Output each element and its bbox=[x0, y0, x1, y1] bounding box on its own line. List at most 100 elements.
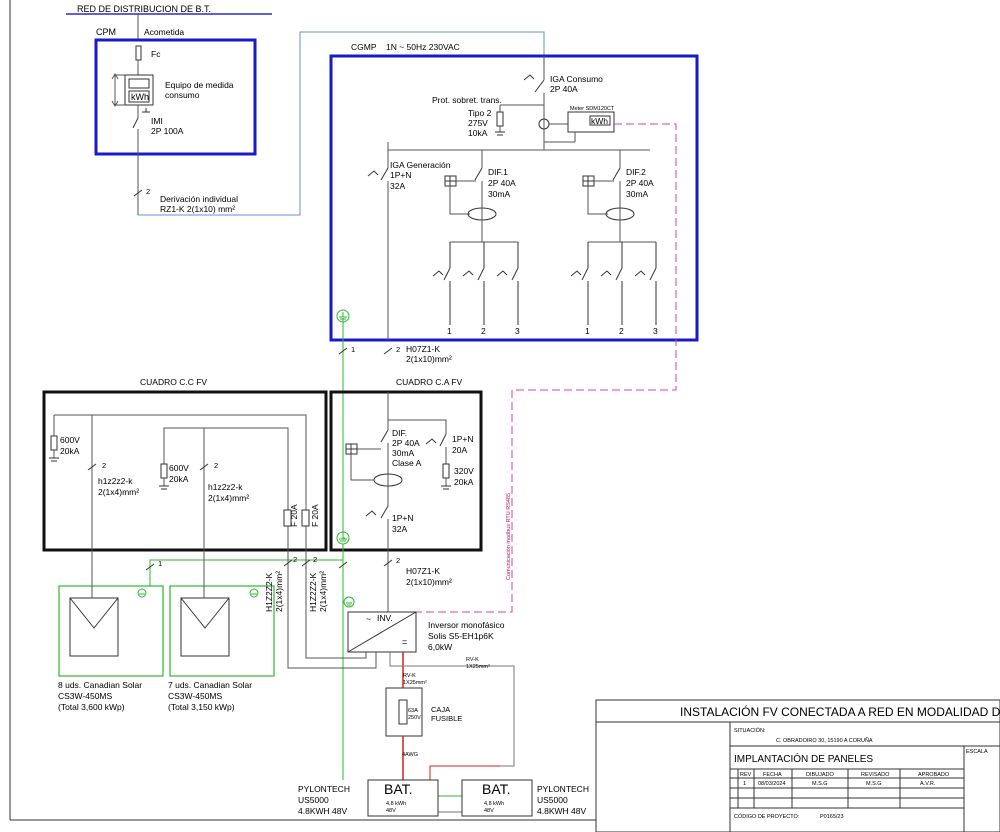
iga-generacion-switch-icon bbox=[380, 167, 389, 181]
str2-count: 2 bbox=[214, 461, 218, 470]
cc-spd1-1: 600V bbox=[60, 435, 80, 445]
fuse1-icon bbox=[283, 509, 292, 527]
earth-count-bottom: 1 bbox=[158, 559, 162, 568]
consumption-meter-icon bbox=[124, 74, 154, 106]
between-cable-1: H07Z1-K bbox=[406, 344, 440, 354]
pv-a-1: 8 uds. Canadian Solar bbox=[58, 680, 142, 690]
rev-v: 1 bbox=[743, 781, 746, 787]
inverter-dc-sym: = bbox=[402, 637, 407, 647]
cc-spd2-1: 600V bbox=[169, 463, 189, 473]
cc-spd1-2: 20kA bbox=[60, 446, 80, 456]
ac-cable-1: H07Z1-K bbox=[406, 566, 440, 576]
dif1-1: DIF.1 bbox=[488, 167, 508, 177]
pv-panel-icon-b bbox=[180, 597, 230, 657]
dc-count-b: 2 bbox=[313, 555, 317, 564]
project-title: INSTALACIÓN FV CONECTADA A RED EN MODALI… bbox=[680, 704, 1000, 719]
prot-2: 275V bbox=[468, 118, 488, 128]
pv-a-3: (Total 3,600 kWp) bbox=[58, 702, 125, 712]
bat-right-3: 4.8KWH 48V bbox=[537, 806, 586, 816]
circuit-2a: 2 bbox=[481, 326, 486, 336]
derivacion-count: 2 bbox=[146, 187, 150, 196]
inverter: ~ INV. = Inversor monofásico Solis S5-EH… bbox=[347, 611, 505, 653]
circuit-3a: 3 bbox=[515, 326, 520, 336]
situacion-label: SITUACIÓN: bbox=[734, 727, 766, 734]
meter-kwh: kWh bbox=[131, 92, 149, 102]
fuse-rating-2: 250V bbox=[408, 715, 421, 721]
ca-spd-icon bbox=[442, 463, 450, 479]
earth-branch bbox=[149, 544, 344, 586]
str2-cable-1: h1z2z2-k bbox=[208, 482, 243, 492]
prot-3: 10kA bbox=[468, 128, 488, 138]
dibujado-h: DIBUJADO bbox=[806, 772, 835, 778]
dc-cable-a-2: 2(1x4)mm² bbox=[274, 571, 284, 612]
codigo-label: CÓDIGO DE PROYECTO: bbox=[734, 813, 800, 820]
cable-grey-2: 1X25mm² bbox=[466, 664, 490, 670]
drawing-title: IMPLANTACIÓN DE PANELES bbox=[734, 752, 873, 765]
fuse-box-icon bbox=[398, 699, 408, 725]
fc-label: Fc bbox=[151, 49, 161, 59]
dibujado-v: M.S.G bbox=[812, 781, 828, 787]
bat-right-2: US5000 bbox=[537, 795, 568, 805]
pv-b-1: 7 uds. Canadian Solar bbox=[168, 680, 252, 690]
bat-left-3: 4.8KWH 48V bbox=[298, 806, 347, 816]
ca-dif-switch-icon bbox=[380, 429, 389, 443]
modbus-comm-line bbox=[416, 123, 677, 613]
cpm-box: CPM Acometida Fc kWh Equipo de medida co… bbox=[94, 27, 257, 156]
ac-cable-2: 2(1x10)mm² bbox=[406, 577, 452, 587]
cpm-label: CPM bbox=[96, 27, 116, 37]
dif2-3: 30mA bbox=[626, 189, 649, 199]
escala-label: ESCALA bbox=[966, 749, 988, 755]
sdm-meter-icon bbox=[567, 111, 615, 133]
cable-red-2: 1X25mm² bbox=[403, 680, 427, 686]
battery-1: BAT. 4,8 kWh 48V bbox=[367, 779, 439, 817]
rev-h: REV bbox=[740, 772, 752, 778]
pv-b-2: CS3W-450MS bbox=[168, 691, 222, 701]
cc-spd2-2: 20kA bbox=[169, 474, 189, 484]
iga-gen-2: 1P+N bbox=[390, 170, 412, 180]
acometida-label: Acometida bbox=[144, 27, 184, 37]
str2-cable-2: 2(1x4)mm² bbox=[208, 493, 249, 503]
imi-label-1: IMI bbox=[151, 116, 163, 126]
dc-cable-b-2: 2(1x4)mm² bbox=[318, 571, 328, 612]
between-cable-2: 2(1x10)mm² bbox=[406, 354, 452, 364]
surge-protector-icon bbox=[496, 111, 504, 127]
str1-cable-1: h1z2z2-k bbox=[98, 476, 133, 486]
dif2-switch-icon bbox=[612, 167, 621, 181]
earth-icon-pv-b bbox=[249, 588, 259, 598]
cc-spd1-icon bbox=[50, 435, 58, 451]
modbus-label: Comunicación modbus RTU RS485 bbox=[506, 493, 512, 580]
meter-desc-2: consumo bbox=[165, 90, 200, 100]
fuse1-label: F 20A bbox=[289, 504, 299, 527]
inverter-label: INV. bbox=[377, 613, 393, 623]
earth-icon-top bbox=[336, 309, 350, 323]
iga-gen-3: 32A bbox=[390, 181, 405, 191]
bat1-v: 48V bbox=[386, 808, 396, 814]
aprobado-h: APROBADO bbox=[918, 772, 950, 778]
bat-left-1: PYLONTECH bbox=[298, 784, 350, 794]
derivacion-line1: Derivación individual bbox=[160, 194, 238, 204]
ca-dif-4: Clase A bbox=[392, 458, 422, 468]
ca-mcb1-2: 20A bbox=[452, 445, 467, 455]
derivacion-line2: RZ1-K 2(1x10) mm² bbox=[160, 204, 235, 214]
ac-count-bottom: 2 bbox=[396, 556, 400, 565]
situacion-value: C. OBRADOIRO 30, 15190 A CORUÑA bbox=[776, 737, 873, 744]
dc-line-a bbox=[287, 550, 377, 669]
inverter-desc-3: 6,0kW bbox=[428, 642, 452, 652]
cgmp-box: CGMP 1N ~ 50Hz 230VAC IGA Consumo 2P 40A… bbox=[329, 42, 699, 342]
bat1-kwh: 4,8 kWh bbox=[386, 801, 406, 807]
cgmp-supply: 1N ~ 50Hz 230VAC bbox=[386, 42, 460, 52]
cuadro-cc-box: CUADRO C.C FV 600V 20kA 2 h1z2z2-k 2(1x4… bbox=[42, 377, 328, 552]
meter-model: Meter SDM120CT bbox=[570, 106, 615, 112]
dc-line-b bbox=[305, 550, 367, 659]
fuse2-icon bbox=[301, 509, 310, 527]
iga-consumo-switch-icon bbox=[534, 79, 545, 93]
dif1-2: 2P 40A bbox=[488, 178, 516, 188]
prot-title: Prot. sobret. trans. bbox=[432, 95, 502, 105]
dc-cable-b-1: H1Z2Z2-K bbox=[308, 572, 318, 612]
bat-left-2: US5000 bbox=[298, 795, 329, 805]
cable-grey-1: RV-K bbox=[466, 657, 479, 663]
bat2-v: 48V bbox=[484, 808, 494, 814]
battery-1-icon bbox=[367, 779, 439, 817]
derivacion-feed bbox=[138, 31, 545, 216]
